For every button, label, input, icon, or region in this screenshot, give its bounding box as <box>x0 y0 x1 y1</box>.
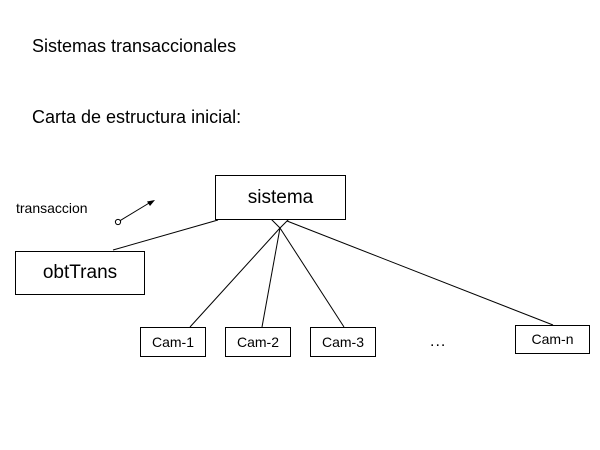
module-cam-1-label: Cam-1 <box>151 334 194 350</box>
module-sistema-label: sistema <box>247 187 314 208</box>
connector-sistema-obttrans <box>112 219 219 251</box>
ellipsis-more-modules: ... <box>430 333 447 350</box>
module-obttrans: obtTrans <box>15 251 145 295</box>
data-couple-shaft <box>119 202 151 222</box>
module-cam-n: Cam-n <box>515 325 590 354</box>
connector-cam-3 <box>279 227 345 328</box>
module-sistema: sistema <box>215 175 346 220</box>
module-obttrans-label: obtTrans <box>42 262 118 283</box>
module-cam-1: Cam-1 <box>140 327 206 357</box>
data-couple-tail-icon <box>114 218 122 226</box>
page-title: Sistemas transaccionales <box>32 36 237 56</box>
connector-cam-1 <box>189 227 281 328</box>
data-couple-label: transaccion <box>16 200 88 216</box>
connector-cam-2 <box>261 227 281 328</box>
chart-subtitle: Carta de estructura inicial: <box>32 107 242 127</box>
module-cam-2: Cam-2 <box>225 327 291 357</box>
module-cam-3: Cam-3 <box>310 327 376 357</box>
connector-cam-n <box>286 220 554 326</box>
module-cam-2-label: Cam-2 <box>236 334 279 350</box>
module-cam-n-label: Cam-n <box>531 331 574 347</box>
data-couple-arrowhead-icon <box>147 200 155 206</box>
module-cam-3-label: Cam-3 <box>321 334 364 350</box>
